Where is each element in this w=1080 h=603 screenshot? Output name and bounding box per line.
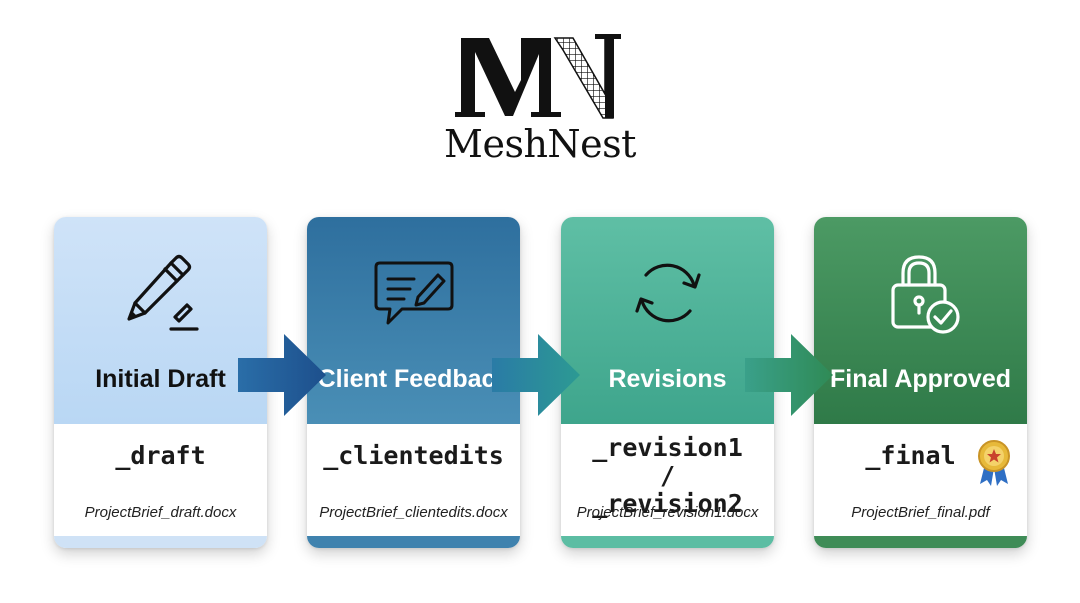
stage-title: Initial Draft xyxy=(95,365,226,393)
stage-title: Client Feedback xyxy=(317,365,510,393)
card-footer-strip xyxy=(814,536,1027,548)
flow-arrow xyxy=(238,334,326,416)
stage-header: Initial Draft xyxy=(54,217,267,424)
version-suffix: _final xyxy=(865,441,956,470)
brand-logo: MeshNest xyxy=(0,30,1080,166)
file-name: ProjectBrief_clientedits.docx xyxy=(319,504,508,521)
stage-details: _clientedits ProjectBrief_clientedits.do… xyxy=(307,424,520,536)
version-suffix: _revision1 / _revision2 xyxy=(592,433,743,518)
mn-monogram-icon xyxy=(455,34,621,119)
card-footer-strip xyxy=(54,536,267,548)
flow-arrow xyxy=(492,334,580,416)
file-name: ProjectBrief_revision1.docx xyxy=(576,504,759,521)
chat-bubble-icon xyxy=(374,261,453,325)
stage-card-initial-draft: Initial Draft _draft ProjectBrief_draft.… xyxy=(54,217,267,548)
stage-title: Final Approved xyxy=(829,365,1012,393)
file-name: ProjectBrief_final.pdf xyxy=(851,504,990,521)
card-footer-strip xyxy=(307,536,520,548)
stage-details: _revision1 / _revision2 ProjectBrief_rev… xyxy=(561,424,774,536)
stage-card-revisions: Revisions _revision1 / _revision2 Projec… xyxy=(561,217,774,548)
refresh-icon xyxy=(634,263,701,323)
file-name: ProjectBrief_draft.docx xyxy=(84,504,237,521)
padlock-check-icon xyxy=(890,255,960,334)
stage-card-final-approved: Final Approved _final ProjectBrief_final… xyxy=(814,217,1027,548)
stage-details: _final ProjectBrief_final.pdf xyxy=(814,424,1027,536)
card-footer-strip xyxy=(561,536,774,548)
stage-card-client-feedback: Client Feedback _clientedits ProjectBrie… xyxy=(307,217,520,548)
award-ribbon-icon xyxy=(978,440,1010,486)
stage-header: Final Approved xyxy=(814,217,1027,424)
stage-title: Revisions xyxy=(608,365,727,393)
version-suffix: _draft xyxy=(115,441,206,470)
version-suffix: _clientedits xyxy=(323,441,504,470)
stage-details: _draft ProjectBrief_draft.docx xyxy=(54,424,267,536)
pencil-icon xyxy=(126,254,199,331)
stage-header: Client Feedback xyxy=(307,217,520,424)
stage-header: Revisions xyxy=(561,217,774,424)
flow-arrow xyxy=(745,334,833,416)
brand-name: MeshNest xyxy=(444,122,636,166)
